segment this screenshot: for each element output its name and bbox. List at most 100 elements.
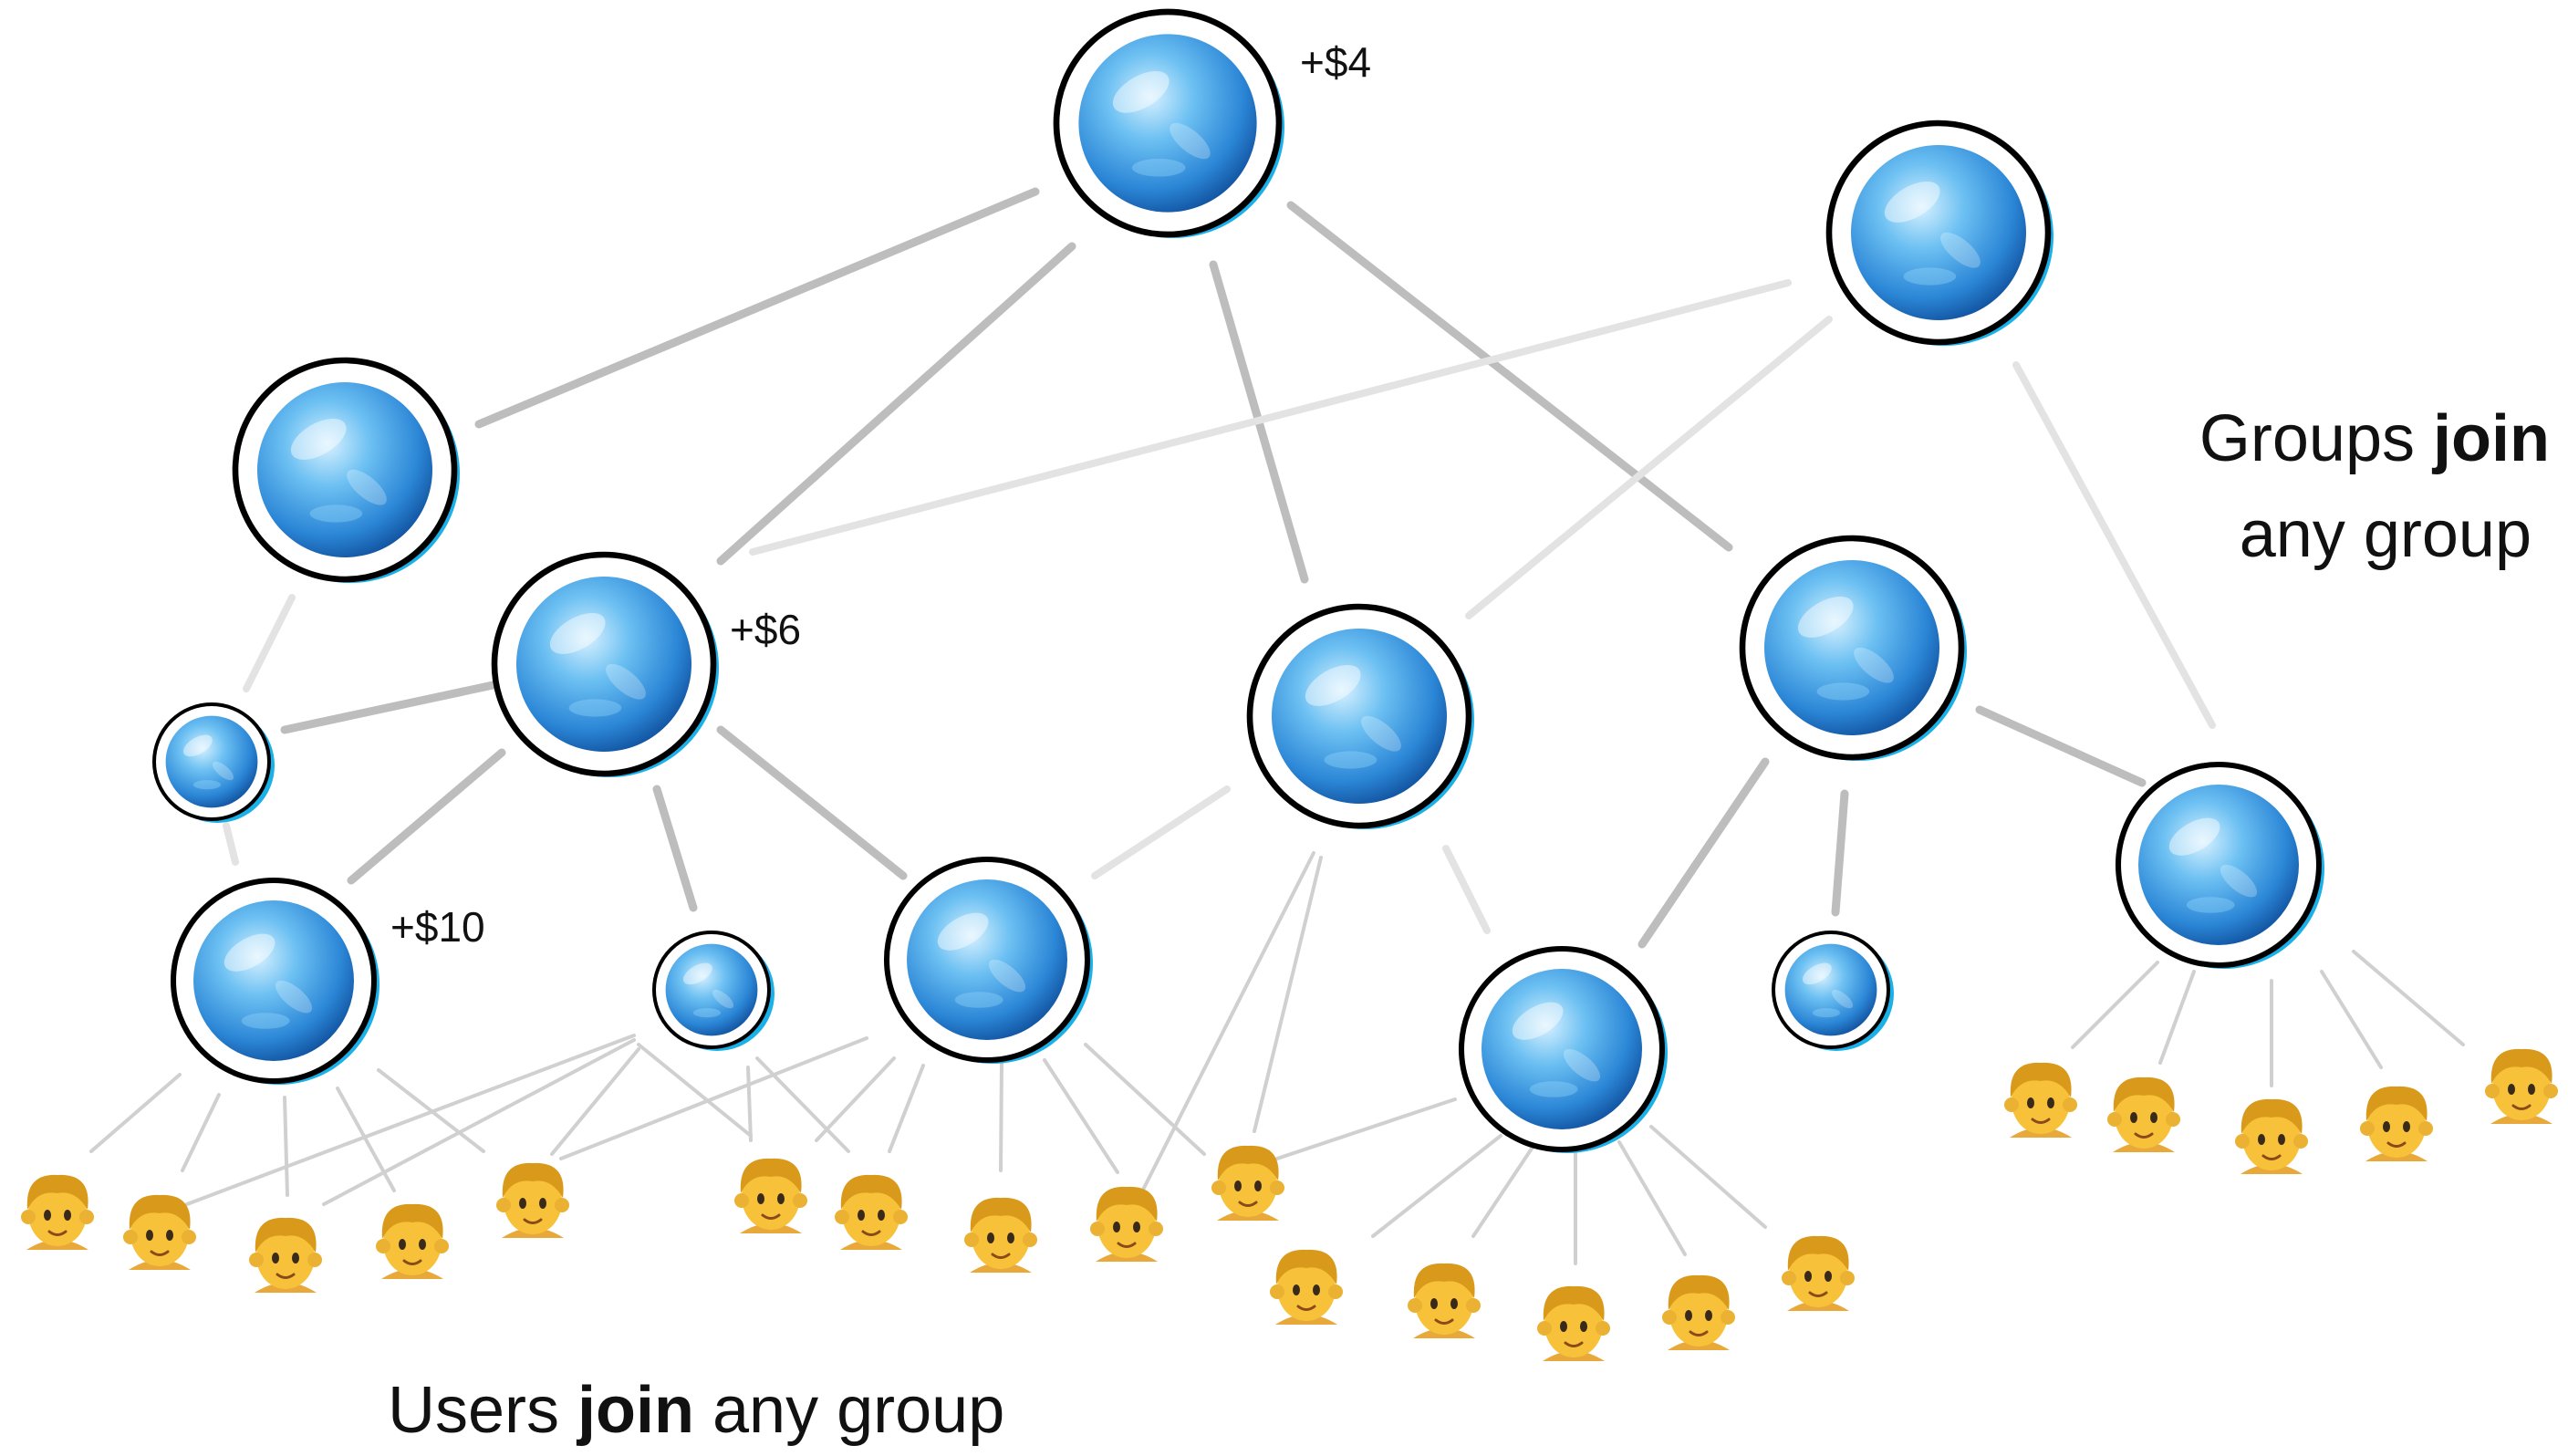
group-node-center [1246,603,1474,829]
group-link-line [223,822,239,866]
user-link-line [637,1043,753,1138]
group-link-line [652,785,698,912]
person-emoji-icon [2004,1062,2077,1138]
person-emoji-icon [1662,1274,1735,1350]
user-link-line [746,1066,753,1142]
group-node-right [1739,535,1967,761]
group-link-line [1975,705,2147,787]
amount-label-left: +$10 [390,903,485,951]
user-link-line [2071,961,2159,1049]
user-link-line [888,1064,925,1153]
user-link-line [1138,851,1315,1197]
group-node-c2 [883,856,1093,1064]
user-link-line [1617,1140,1687,1256]
user-link-line [1649,1125,1767,1229]
group-node-c3 [1458,945,1668,1153]
group-node-smallR [1772,931,1894,1051]
user-link-line [755,1056,850,1153]
group-link-line [716,242,1076,566]
groups-caption-line2: any group [2240,498,2532,571]
user-link-line [2352,950,2465,1046]
user-link-line [999,1061,1003,1172]
blue-orb-icon [907,879,1067,1040]
group-link-line [2012,361,2216,729]
person-emoji-icon [964,1197,1037,1273]
group-node-smallC [652,931,775,1051]
user-link-line [336,1087,396,1192]
blue-orb-icon [2138,785,2299,945]
group-node-ul [232,357,460,583]
user-link-line [181,1093,221,1172]
user-link-line [550,1047,640,1156]
group-node-mid [491,551,719,777]
blue-orb-icon [193,900,354,1061]
person-emoji-icon [1537,1285,1610,1361]
user-link-line [2158,970,2196,1065]
user-link-line [1371,1134,1502,1238]
user-link-line [322,1038,636,1206]
group-link-line [1286,201,1733,552]
user-link-line [1471,1141,1537,1238]
group-link-line [347,748,506,885]
group-link-line [749,279,1792,556]
user-link-line [1084,1043,1206,1156]
group-link-line [1637,757,1770,949]
group-link-line [1465,316,1833,619]
person-emoji-icon [1270,1249,1343,1325]
person-emoji-icon [2107,1076,2180,1152]
person-emoji-icon [1408,1263,1481,1338]
group-link-line [1831,789,1849,917]
blue-orb-icon [665,943,758,1036]
person-emoji-icon [835,1174,908,1250]
blue-orb-icon [1272,629,1447,804]
group-nodes [152,8,2324,1153]
person-emoji-icon [2485,1048,2558,1124]
group-link-line [474,187,1040,429]
user-link-line [559,1036,868,1160]
user-link-line [283,1096,289,1197]
group-link-line [1091,785,1231,879]
blue-orb-icon [1784,943,1877,1036]
users-caption: Users join any group [388,1374,1004,1447]
person-emoji-icon [496,1162,569,1238]
connection-lines [89,187,2465,1265]
user-link-line [815,1056,896,1142]
person-emoji-icon [123,1194,196,1270]
person-emoji-icon [1782,1235,1855,1311]
group-link-line [1442,845,1491,934]
person-emoji-icon [1090,1186,1163,1262]
user-link-line [1275,1097,1457,1160]
person-emoji-icon [1211,1145,1284,1221]
group-node-smallL [152,702,275,823]
group-node-top [1053,8,1284,238]
user-link-line [1253,856,1323,1133]
group-link-line [243,594,296,692]
blue-orb-icon [516,577,691,752]
person-emoji-icon [734,1158,807,1233]
person-emoji-icon [2360,1086,2433,1161]
group-link-line [280,680,502,734]
blue-orb-icon [1078,34,1257,213]
blue-orb-icon [165,715,258,808]
user-link-line [185,1034,636,1206]
user-icons [21,1048,2558,1361]
person-emoji-icon [2235,1098,2308,1174]
amount-label-middle: +$6 [730,606,801,653]
blue-orb-icon [257,382,432,557]
group-link-line [716,725,908,880]
group-node-l10 [170,877,379,1085]
person-emoji-icon [376,1203,449,1279]
group-node-tr [1825,120,2053,346]
blue-orb-icon [1482,969,1642,1129]
amount-label-top: +$4 [1300,38,1371,86]
person-emoji-icon [21,1174,94,1250]
person-emoji-icon [249,1217,322,1293]
group-node-far [2115,761,2324,969]
blue-orb-icon [1764,560,1939,735]
user-link-line [1043,1058,1119,1174]
blue-orb-icon [1851,145,2026,320]
user-link-line [89,1073,182,1153]
user-link-line [2320,970,2383,1069]
groups-caption: Groups join [2199,402,2550,475]
